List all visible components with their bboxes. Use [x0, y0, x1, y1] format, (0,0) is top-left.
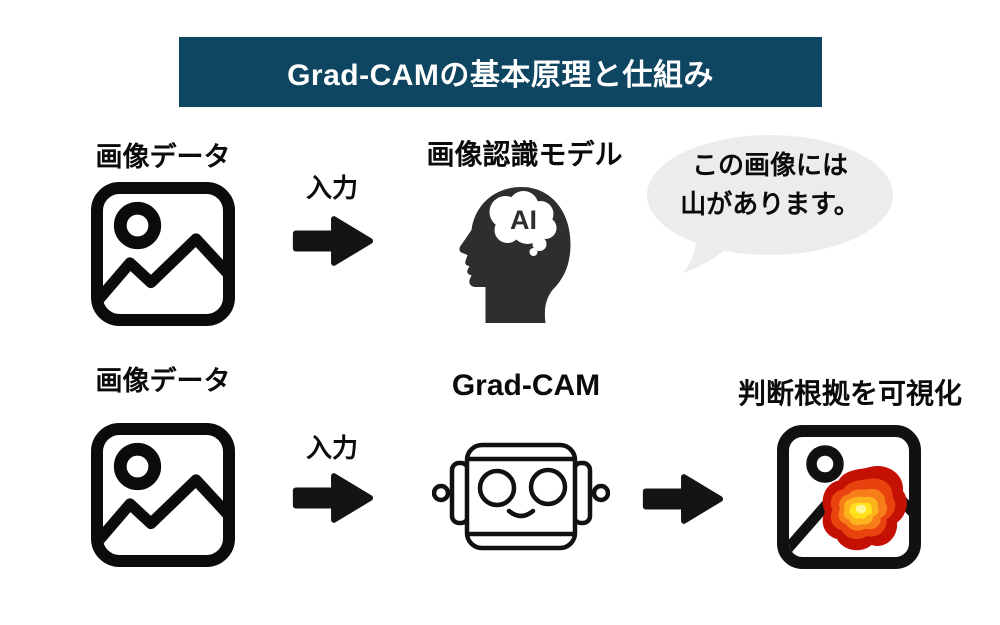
result-label: 判断根拠を可視化	[737, 378, 962, 409]
image-icon	[88, 420, 238, 570]
speech-bubble-line2: 山があります。	[680, 189, 860, 219]
speech-bubble	[645, 133, 895, 285]
gradcam-label: Grad-CAM	[451, 369, 601, 402]
right-arrow-icon	[640, 471, 724, 527]
speech-bubble-text: この画像には 山があります。	[645, 146, 895, 224]
image-data-label-bottom: 画像データ	[95, 366, 231, 396]
right-arrow-icon	[290, 470, 374, 526]
title-banner: Grad-CAMの基本原理と仕組み	[179, 37, 822, 107]
right-arrow-icon	[290, 213, 374, 269]
model-label: 画像認識モデル	[426, 139, 623, 170]
ai-head-icon: AI	[443, 183, 579, 323]
heatmap-blob	[822, 466, 907, 551]
heatmap-image-icon	[773, 422, 925, 572]
page-title: Grad-CAMの基本原理と仕組み	[287, 59, 714, 92]
input-label-top: 入力	[305, 173, 358, 203]
speech-bubble-line1: この画像には	[691, 150, 848, 180]
input-label-bottom: 入力	[305, 433, 358, 463]
robot-icon	[432, 442, 610, 554]
image-icon	[88, 178, 238, 330]
image-data-label-top: 画像データ	[95, 142, 231, 172]
ai-text: AI	[510, 205, 537, 235]
